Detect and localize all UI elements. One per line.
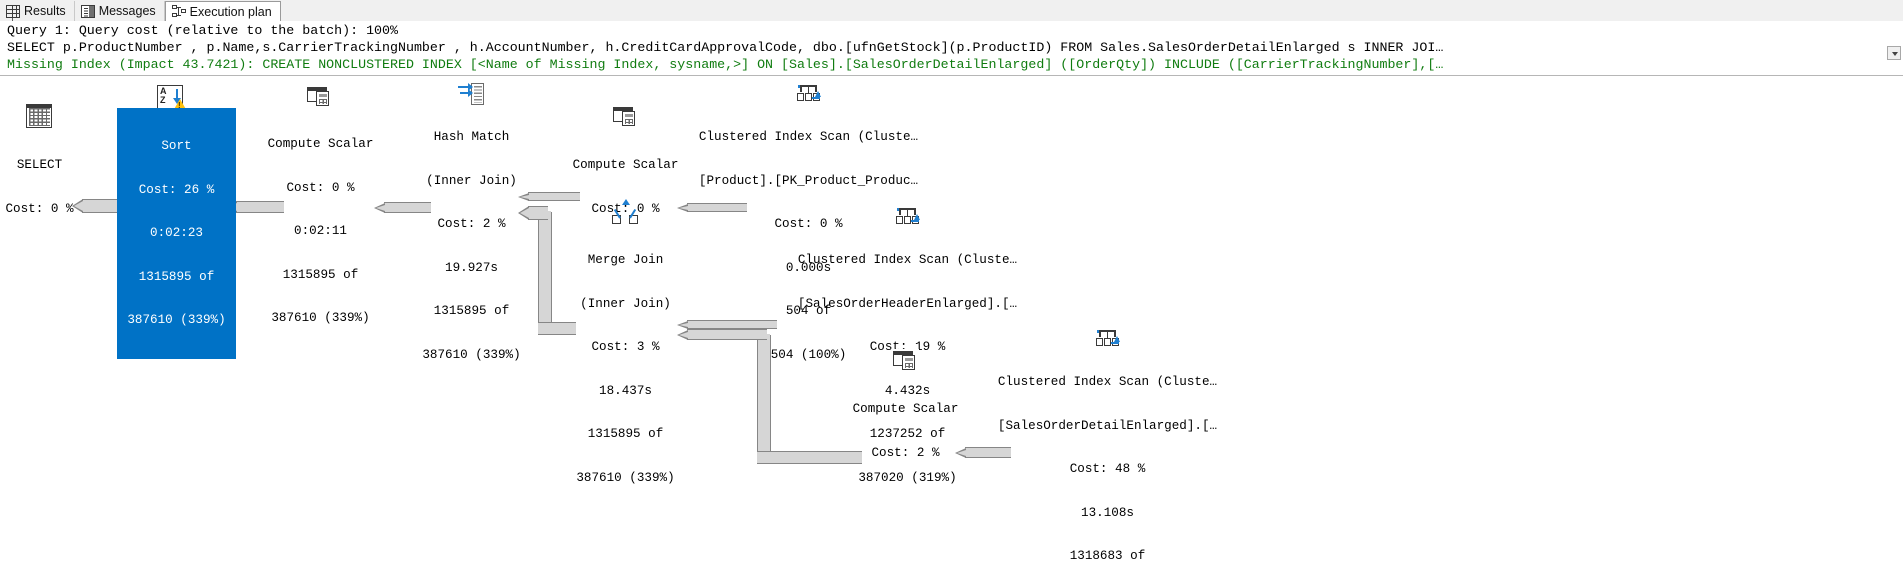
execution-plan-icon xyxy=(171,5,186,18)
plan-node-cis-product-line-4: 504 of xyxy=(785,304,832,318)
plan-node-sort-line-4: 387610 (339%) xyxy=(127,313,226,327)
plan-node-hash-match-line-4: 1315895 of xyxy=(433,304,510,318)
plan-node-cis-detail-line-0: Clustered Index Scan (Cluste… xyxy=(997,375,1218,389)
plan-node-cis-product-line-2: Cost: 0 % xyxy=(774,217,843,231)
plan-node-sort-line-1: Cost: 26 % xyxy=(138,182,215,197)
plan-node-hash-match-line-2: Cost: 2 % xyxy=(437,217,506,231)
connector-cisproduct-to-cs2[interactable] xyxy=(677,203,747,212)
select-result-icon xyxy=(26,104,52,128)
plan-node-cis-product-line-0: Clustered Index Scan (Cluste… xyxy=(698,130,919,144)
messages-icon xyxy=(80,4,95,18)
connector-cisdetail-to-cs3[interactable] xyxy=(955,447,1011,458)
plan-node-compute-scalar-1-line-3: 1315895 of xyxy=(282,267,359,282)
missing-index-line[interactable]: Missing Index (Impact 43.7421): CREATE N… xyxy=(7,57,1444,72)
connector-merge-to-hash-head[interactable] xyxy=(518,206,548,220)
merge-join-icon xyxy=(612,199,638,224)
plan-node-compute-scalar-1-line-1: Cost: 0 % xyxy=(286,180,355,195)
plan-node-compute-scalar-3[interactable]: Compute Scalar Cost: 2 % xyxy=(837,373,974,489)
compute-scalar-icon xyxy=(307,85,333,109)
tab-execution-plan-label: Execution plan xyxy=(189,4,272,19)
plan-node-compute-scalar-3-line-0: Compute Scalar xyxy=(852,402,959,416)
plan-node-clustered-index-scan-product[interactable]: Clustered Index Scan (Cluste… [Product].… xyxy=(690,101,927,391)
plan-node-select-line-1: Cost: 0 % xyxy=(5,201,74,216)
plan-node-cis-product-line-5: 504 (100%) xyxy=(770,347,847,362)
clustered-index-scan-icon xyxy=(1095,327,1121,351)
connector-cs2-to-hash[interactable] xyxy=(518,192,580,201)
plan-node-sort-line-2: 0:02:23 xyxy=(150,226,203,240)
plan-node-compute-scalar-1-line-4: 387610 (339%) xyxy=(271,311,370,325)
execution-plan-canvas[interactable]: SELECT Cost: 0 % AZ Sort Cost: 26 % 0:02… xyxy=(0,77,1903,568)
grid-icon xyxy=(6,4,20,18)
plan-node-hash-match-line-0: Hash Match xyxy=(433,130,510,144)
results-pane-tabstrip: Results Messages Execution plan xyxy=(0,0,1903,22)
plan-node-compute-scalar-2-line-0: Compute Scalar xyxy=(572,158,679,172)
plan-node-cis-detail-line-1: [SalesOrderDetailEnlarged].[… xyxy=(997,418,1218,433)
plan-node-hash-match-line-3: 19.927s xyxy=(445,260,498,275)
plan-node-compute-scalar-2-line-1: Cost: 0 % xyxy=(591,201,660,216)
connector-hash-to-cs1[interactable] xyxy=(374,202,431,213)
tab-messages-label: Messages xyxy=(98,4,156,18)
plan-node-merge-join-line-1: (Inner Join) xyxy=(580,296,671,311)
compute-scalar-icon xyxy=(613,105,639,129)
clustered-index-scan-icon xyxy=(796,82,822,106)
plan-node-merge-join-line-3: 18.437s xyxy=(599,383,652,398)
plan-node-cis-detail-line-4: 1318683 of xyxy=(1069,549,1146,563)
header-scroll-down-button[interactable] xyxy=(1887,46,1901,60)
plan-node-compute-scalar-3-line-1: Cost: 2 % xyxy=(871,445,940,460)
plan-node-compute-scalar-1[interactable]: Compute Scalar Cost: 0 % 0:02:11 1315895… xyxy=(252,108,389,355)
plan-node-clustered-index-scan-header[interactable]: Clustered Index Scan (Cluste… [SalesOrde… xyxy=(789,224,1026,514)
plan-node-compute-scalar-1-line-0: Compute Scalar xyxy=(267,137,374,151)
plan-node-compute-scalar-1-line-2: 0:02:11 xyxy=(294,224,347,238)
plan-node-hash-match[interactable]: Hash Match (Inner Join) Cost: 2 % 19.927… xyxy=(403,101,540,391)
plan-node-cis-product-line-3: 0.000s xyxy=(785,260,832,275)
query-cost-line: Query 1: Query cost (relative to the bat… xyxy=(7,23,398,38)
plan-node-cis-header-line-5: 387020 (319%) xyxy=(858,470,957,485)
plan-node-select-line-0: SELECT xyxy=(16,158,63,172)
plan-node-clustered-index-scan-detail[interactable]: Clustered Index Scan (Cluste… [SalesOrde… xyxy=(989,346,1226,568)
plan-node-cis-header-line-0: Clustered Index Scan (Cluste… xyxy=(797,253,1018,267)
plan-node-sort-line-0: Sort xyxy=(161,139,192,153)
plan-node-merge-join-line-0: Merge Join xyxy=(587,253,664,267)
plan-node-merge-join-line-5: 387610 (339%) xyxy=(576,470,675,485)
query-sql-line[interactable]: SELECT p.ProductNumber , p.Name,s.Carrie… xyxy=(7,40,1444,55)
plan-node-cis-product-line-1: [Product].[PK_Product_Produc… xyxy=(698,173,919,188)
plan-node-cis-header-line-3: 4.432s xyxy=(884,383,931,398)
compute-scalar-icon xyxy=(893,349,919,373)
plan-node-merge-join-line-4: 1315895 of xyxy=(587,427,664,441)
hash-match-icon xyxy=(458,82,484,107)
plan-node-compute-scalar-2[interactable]: Compute Scalar Cost: 0 % xyxy=(557,129,694,245)
plan-node-sort[interactable]: Sort Cost: 26 % 0:02:23 1315895 of 38761… xyxy=(117,108,236,359)
connector-cs3-to-merge-head[interactable] xyxy=(677,329,767,340)
plan-node-cis-header-line-4: 1237252 of xyxy=(869,427,946,441)
plan-node-sort-line-3: 1315895 of xyxy=(138,269,215,284)
tab-execution-plan[interactable]: Execution plan xyxy=(164,1,281,22)
plan-node-hash-match-line-5: 387610 (339%) xyxy=(422,347,521,362)
tab-messages[interactable]: Messages xyxy=(74,1,165,21)
connector-cisheader-to-merge[interactable] xyxy=(677,320,777,329)
tab-results-label: Results xyxy=(24,4,66,18)
tab-results[interactable]: Results xyxy=(0,1,75,21)
connector-cs1-to-sort[interactable] xyxy=(226,201,284,213)
clustered-index-scan-icon xyxy=(895,205,921,229)
plan-node-cis-detail-line-3: 13.108s xyxy=(1081,505,1134,520)
plan-node-cis-header-line-1: [SalesOrderHeaderEnlarged].[… xyxy=(797,296,1018,311)
plan-node-merge-join[interactable]: Merge Join (Inner Join) Cost: 3 % 18.437… xyxy=(557,224,694,514)
plan-node-cis-detail-line-2: Cost: 48 % xyxy=(1069,462,1146,476)
plan-header: Query 1: Query cost (relative to the bat… xyxy=(0,21,1903,76)
plan-node-select[interactable]: SELECT Cost: 0 % xyxy=(0,129,79,245)
plan-node-hash-match-line-1: (Inner Join) xyxy=(426,173,517,188)
plan-node-merge-join-line-2: Cost: 3 % xyxy=(591,340,660,354)
